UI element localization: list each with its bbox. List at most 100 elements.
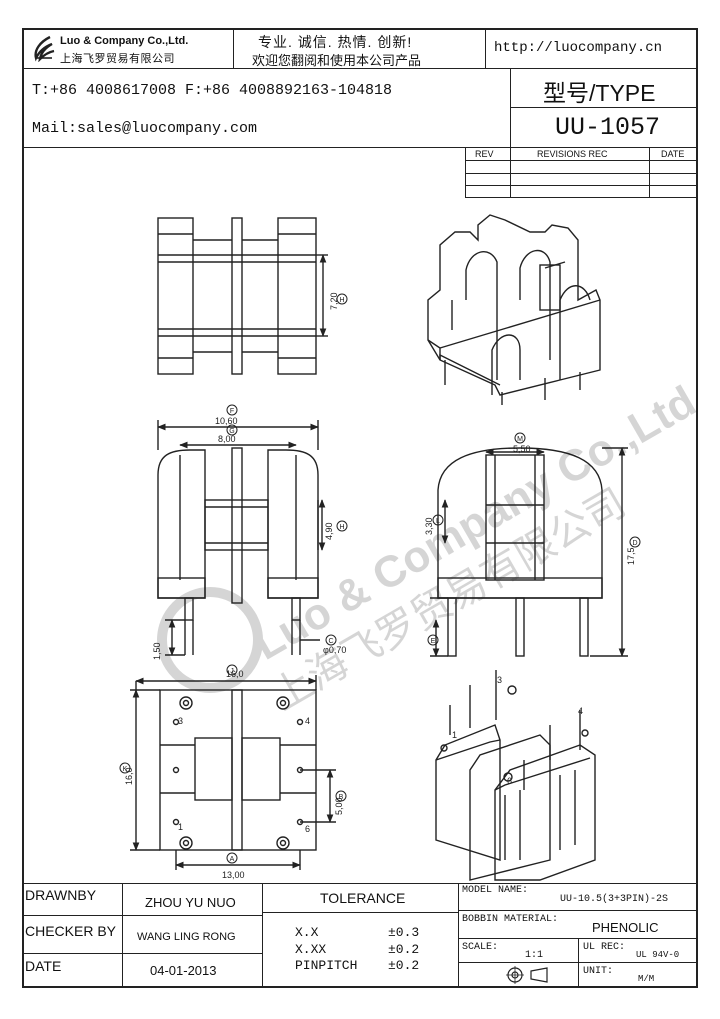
ref-d: D — [632, 540, 637, 547]
slogan-line-1: 专业. 诚信. 热情. 创新! — [258, 34, 413, 50]
rev-rec-col-header: REVISIONS REC — [537, 149, 608, 159]
date-label: DATE — [25, 958, 62, 974]
drawnby-value: ZHOU YU NUO — [145, 895, 236, 910]
model-value: UU-10.5(3+3PIN)-2S — [560, 894, 669, 905]
model-divider — [458, 910, 698, 911]
ref-h: H — [339, 524, 344, 531]
drawnby-label: DRAWNBY — [25, 887, 97, 903]
dim-8-00: 8,00 — [218, 434, 236, 444]
dim-16-0-side: 16,0 — [124, 767, 134, 785]
footer-row-2 — [22, 953, 262, 954]
dim-7-20: 7,20 — [329, 292, 339, 310]
header-sep-1 — [233, 28, 234, 68]
iso-pin-label-1: 1 — [452, 730, 457, 740]
bobbin-value: PHENOLIC — [592, 920, 659, 935]
dim-13-00: 13,00 — [222, 870, 245, 880]
iso-pin-label-6: 6 — [507, 776, 512, 786]
slogan-line-2: 欢迎您翻阅和使用本公司产品 — [252, 53, 422, 68]
ref-b: B — [339, 794, 344, 801]
ul-col — [578, 938, 579, 988]
rev-row-4 — [465, 197, 698, 198]
company-name-en: Luo & Company Co.,Ltd. — [60, 35, 189, 47]
footer-top — [22, 883, 698, 884]
ref-f: F — [230, 408, 234, 415]
tol-x: X.X — [295, 925, 319, 940]
ref-h-top: H — [339, 297, 344, 304]
checker-label: CHECKER BY — [25, 923, 117, 939]
rev-col-header: REV — [475, 149, 494, 159]
rev-date-col-header: DATE — [661, 149, 685, 159]
bobbin-label: BOBBIN MATERIAL: — [462, 914, 559, 925]
dim-1-50: 1,50 — [152, 642, 162, 660]
tol-x-value: ±0.3 — [388, 925, 420, 940]
type-box-left — [510, 68, 511, 148]
ul-label: UL REC: — [583, 942, 626, 953]
date-value: 04-01-2013 — [150, 963, 217, 978]
type-value: UU-1057 — [555, 113, 661, 142]
isometric-view-bottom — [435, 670, 596, 881]
iso-pin-label-3: 3 — [497, 675, 502, 685]
type-label: 型号/TYPE — [543, 80, 656, 106]
pin-label-1: 1 — [178, 822, 183, 832]
front-view — [157, 420, 326, 656]
bottom-view — [130, 675, 336, 870]
phone-fax: T:+86 4008617008 F:+86 4008892163-104818 — [32, 82, 393, 99]
scale-value: 1:1 — [525, 950, 544, 961]
tol-xx: X.XX — [295, 942, 327, 957]
pin-label-6: 6 — [305, 824, 310, 834]
ul-value: UL 94V-0 — [636, 950, 680, 960]
scale-label: SCALE: — [462, 942, 499, 953]
footer-row-1 — [22, 915, 262, 916]
ref-g: G — [229, 428, 234, 435]
checker-value: WANG LING RONG — [137, 931, 236, 943]
tol-pinpitch: PINPITCH — [295, 958, 358, 973]
dim-17-5: 17,5 — [626, 547, 636, 565]
footer-col-3 — [458, 883, 459, 988]
header-sep-2 — [485, 28, 486, 68]
tol-xx-value: ±0.2 — [388, 942, 420, 957]
rev-table-left — [465, 147, 466, 197]
rev-row-1 — [465, 160, 698, 161]
tol-pinpitch-value: ±0.2 — [388, 958, 420, 973]
dim-5-00: 5,00 — [334, 797, 344, 815]
unit-label: UNIT: — [583, 966, 614, 977]
dim-4-90: 4,90 — [324, 522, 334, 540]
ref-a: A — [230, 856, 235, 863]
email-address[interactable]: Mail:sales@luocompany.com — [32, 120, 258, 137]
type-box-mid — [510, 107, 698, 108]
tolerance-label: TOLERANCE — [320, 890, 406, 906]
rev-col-sep-1 — [510, 147, 511, 197]
rev-row-3 — [465, 185, 698, 186]
iso-pin-label-4: 4 — [578, 706, 583, 716]
isometric-view-top — [427, 214, 601, 405]
rev-row-2 — [465, 173, 698, 174]
company-name-cn: 上海飞罗贸易有限公司 — [60, 53, 175, 65]
drawing-frame — [22, 28, 698, 988]
pin-label-4: 4 — [305, 716, 310, 726]
company-logo-icon — [34, 35, 55, 62]
tolerance-divider — [262, 912, 458, 913]
dim-3-30: 3,30 — [424, 517, 434, 535]
ref-m: M — [517, 436, 523, 443]
contact-divider — [22, 147, 698, 148]
footer-col-1 — [122, 883, 123, 988]
ref-j: J — [230, 668, 234, 675]
technical-drawing: Luo & Company Co.,Ltd. 上海飞罗贸易有限公司 — [119, 214, 698, 881]
pin-label-3: 3 — [178, 716, 183, 726]
ref-l: L — [436, 518, 440, 525]
dim-5-50: 5,50 — [513, 444, 531, 454]
projection-symbol-icon — [506, 966, 548, 984]
ref-k: K — [123, 766, 128, 773]
dim-0-70: φ0,70 — [323, 645, 346, 655]
top-view — [157, 217, 328, 375]
website-link[interactable]: http://luocompany.cn — [494, 40, 663, 56]
unit-value: M/M — [638, 974, 655, 984]
model-label: MODEL NAME: — [462, 885, 529, 896]
ref-e: E — [431, 638, 436, 645]
side-view — [430, 447, 628, 657]
rev-col-sep-2 — [649, 147, 650, 197]
header-divider — [22, 68, 698, 69]
dim-10-60: 10,60 — [215, 416, 238, 426]
footer-col-2 — [262, 883, 263, 988]
ref-c: C — [328, 638, 333, 645]
